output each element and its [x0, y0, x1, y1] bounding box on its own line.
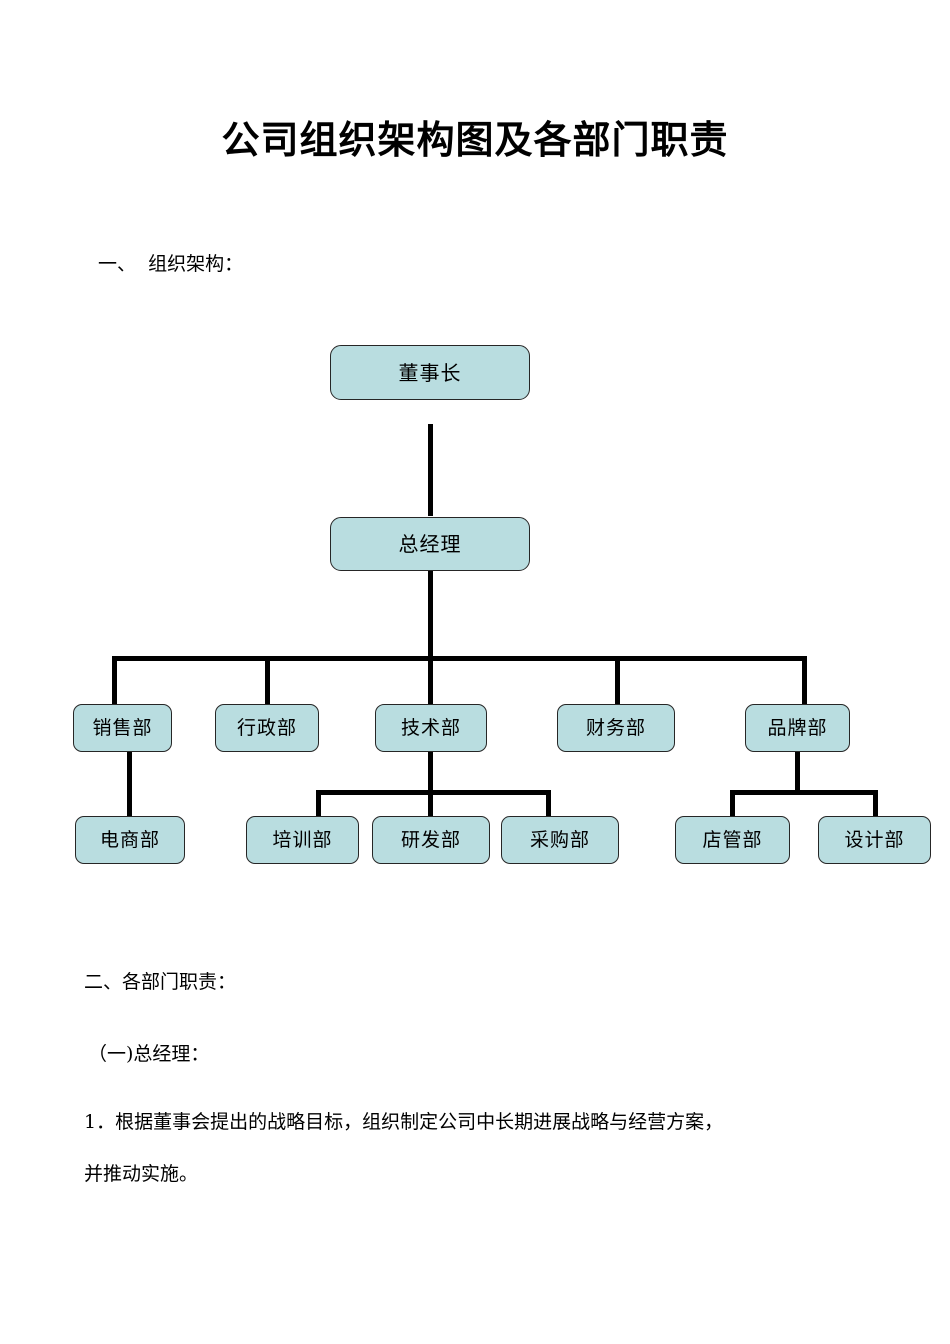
connector-bus-to-administration — [265, 656, 270, 706]
org-node-store-management[interactable]: 店管部 — [675, 816, 790, 864]
connector-technology-bus — [316, 790, 551, 795]
org-node-brand[interactable]: 品牌部 — [745, 704, 850, 752]
org-node-ecommerce[interactable]: 电商部 — [75, 816, 185, 864]
connector-bus-to-sales — [112, 656, 117, 706]
connector-brand-to-design — [873, 790, 878, 818]
connector-technology-trunk — [428, 752, 433, 818]
body-paragraph-line-2: 并推动实施。 — [84, 1163, 199, 1185]
org-node-administration[interactable]: 行政部 — [215, 704, 319, 752]
subsection-heading-general-manager: （一)总经理： — [88, 1043, 210, 1065]
section-1-heading: 一、 组织架构： — [98, 253, 244, 275]
connector-brand-to-store-management — [730, 790, 735, 818]
org-node-purchasing[interactable]: 采购部 — [501, 816, 619, 864]
org-node-technology[interactable]: 技术部 — [375, 704, 487, 752]
connector-brand-trunk — [795, 752, 800, 792]
connector-chairman-to-general-manager — [428, 424, 433, 516]
org-node-general-manager[interactable]: 总经理 — [330, 517, 530, 571]
connector-technology-to-purchasing — [546, 790, 551, 818]
connector-technology-to-training — [316, 790, 321, 818]
org-node-chairman[interactable]: 董事长 — [330, 345, 530, 400]
connector-general-manager-trunk — [428, 571, 433, 706]
org-node-design[interactable]: 设计部 — [818, 816, 931, 864]
section-2-heading: 二、各部门职责： — [84, 971, 237, 993]
org-node-training[interactable]: 培训部 — [246, 816, 359, 864]
org-node-rnd[interactable]: 研发部 — [372, 816, 490, 864]
page-title: 公司组织架构图及各部门职责 — [221, 118, 729, 162]
body-paragraph-line-1: 1．根据董事会提出的战略目标，组织制定公司中长期进展战略与经营方案， — [84, 1111, 724, 1133]
connector-bus-to-brand — [802, 656, 807, 706]
connector-level3-bus — [112, 656, 807, 661]
connector-bus-to-finance — [615, 656, 620, 706]
connector-sales-to-ecommerce — [127, 752, 132, 818]
connector-brand-bus — [730, 790, 878, 795]
org-node-sales[interactable]: 销售部 — [73, 704, 172, 752]
org-node-finance[interactable]: 财务部 — [557, 704, 675, 752]
